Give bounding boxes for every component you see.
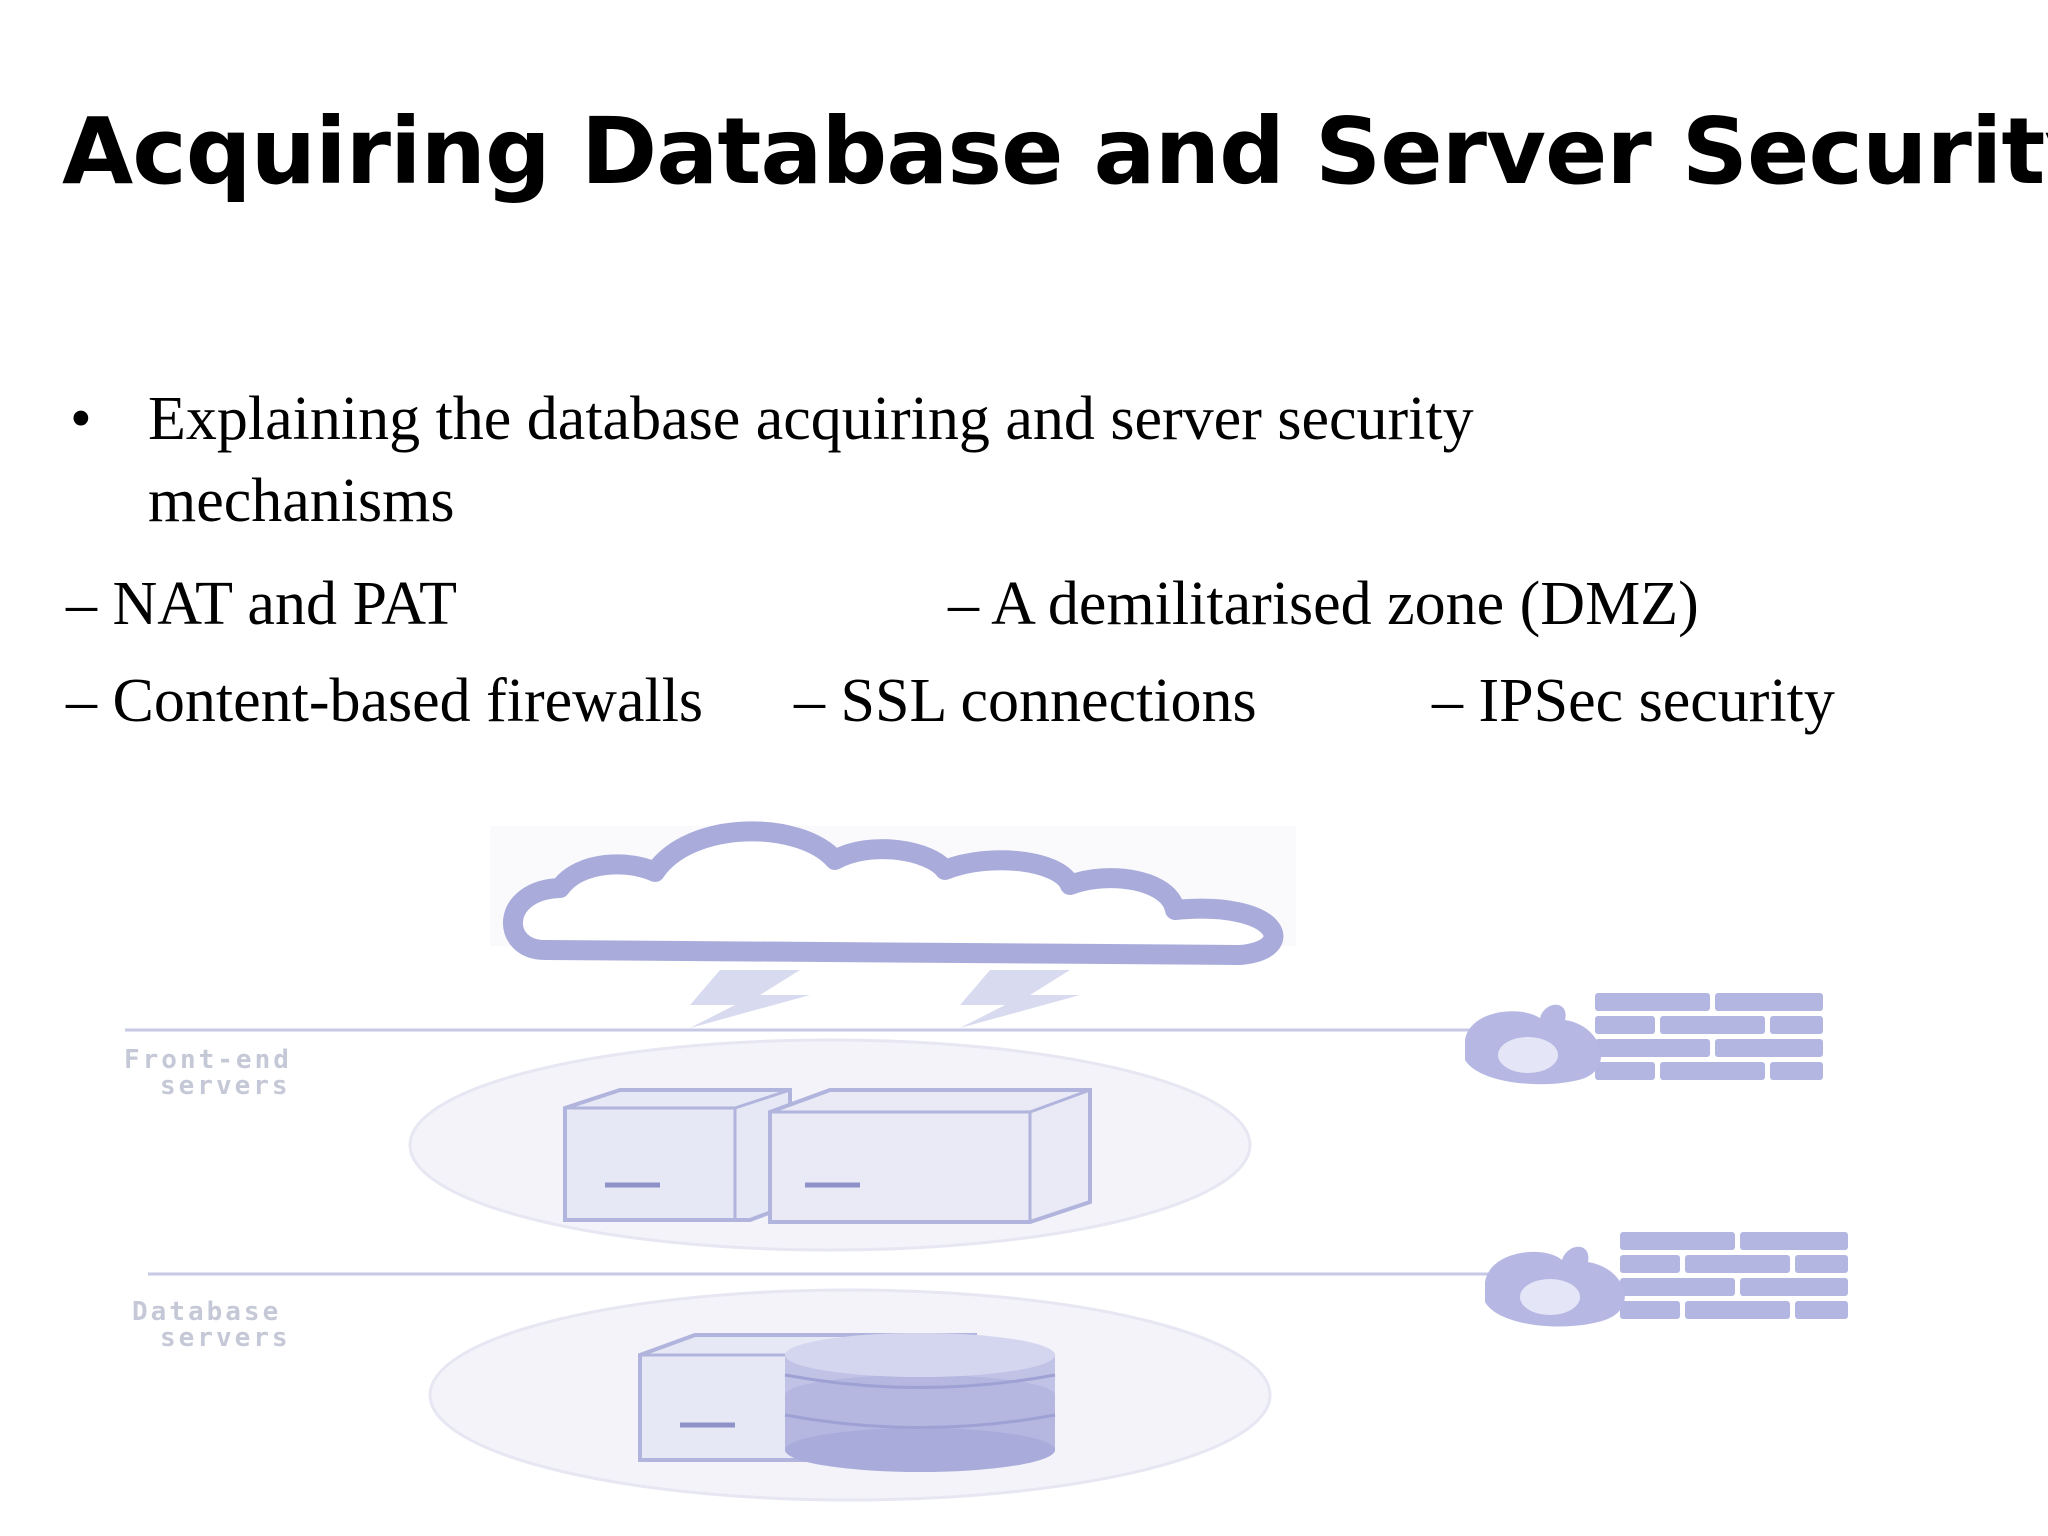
label-front-end-line2: servers [160, 1071, 291, 1101]
bullet-text: Explaining the database acquiring and se… [148, 385, 1474, 535]
label-database-line1: Database [132, 1297, 281, 1327]
sub-item-content-firewalls: – Content-based firewalls [66, 667, 704, 735]
bullet-marker: • [70, 385, 92, 453]
label-front-end-line1: Front-end [124, 1045, 292, 1075]
sub-item-nat-pat: – NAT and PAT [66, 570, 458, 638]
slide-title: Acquiring Database and Server Security [62, 98, 2048, 205]
sub-item-ipsec: – IPSec security [1432, 667, 1835, 735]
sub-item-ssl: – SSL connections [794, 667, 1257, 735]
firewall-icon [1485, 1232, 1848, 1327]
label-database-line2: servers [160, 1323, 291, 1353]
cloud-icon [502, 821, 1284, 965]
database-icon [784, 1333, 1056, 1472]
sub-item-dmz: – A demilitarised zone (DMZ) [948, 570, 1699, 638]
firewall-icon [1465, 993, 1823, 1085]
server-icon [768, 1088, 1092, 1224]
server-icon [563, 1088, 792, 1222]
network-diagram: Front-end servers [124, 821, 1848, 1502]
lightning-icon [690, 970, 1080, 1028]
